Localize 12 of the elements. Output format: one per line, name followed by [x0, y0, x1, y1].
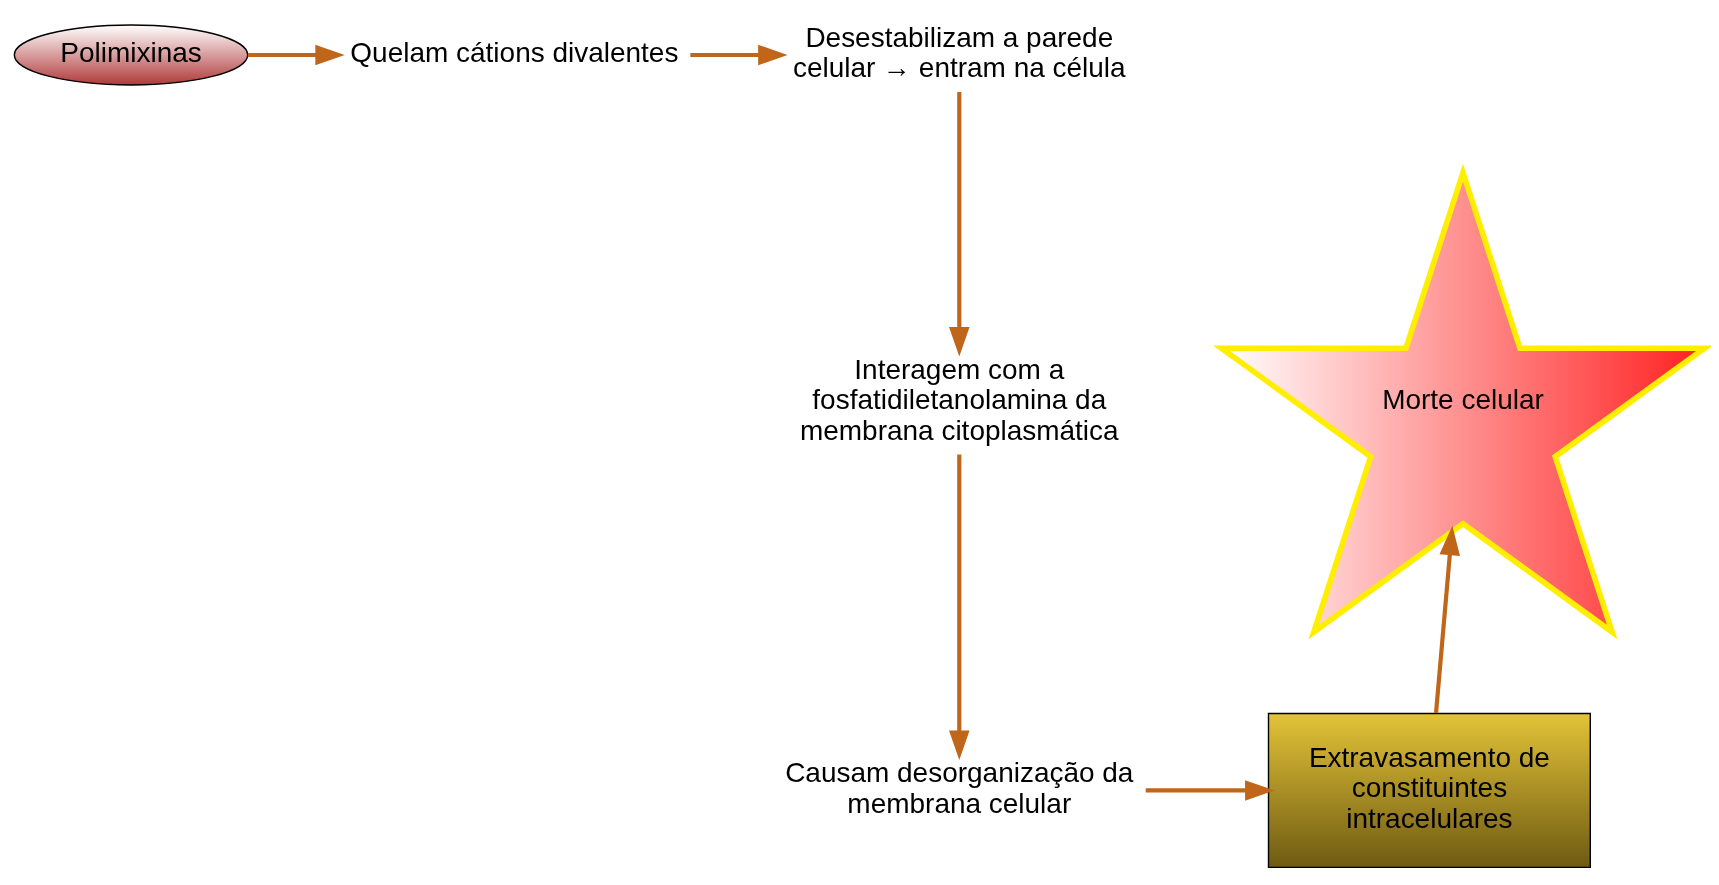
node-box: Extravasamento de constituintes intracelulares — [1267, 712, 1591, 868]
arrow — [690, 44, 788, 65]
arrow — [1433, 525, 1461, 713]
node-text: Desestabilizam a parede celular → entram na célula — [792, 21, 1126, 83]
node-text: Quelam cátions divalentes — [350, 36, 679, 68]
node-ellipse: Polimixinas — [13, 23, 249, 86]
arrow — [949, 454, 970, 760]
arrow — [247, 44, 345, 65]
arrow — [949, 91, 970, 356]
node-text: Interagem com a fosfatidiletanolamina da membrana citoplasmática — [799, 353, 1119, 446]
arrow — [1145, 779, 1275, 801]
node-text: Causam desorganização da membrana celular — [785, 756, 1134, 819]
